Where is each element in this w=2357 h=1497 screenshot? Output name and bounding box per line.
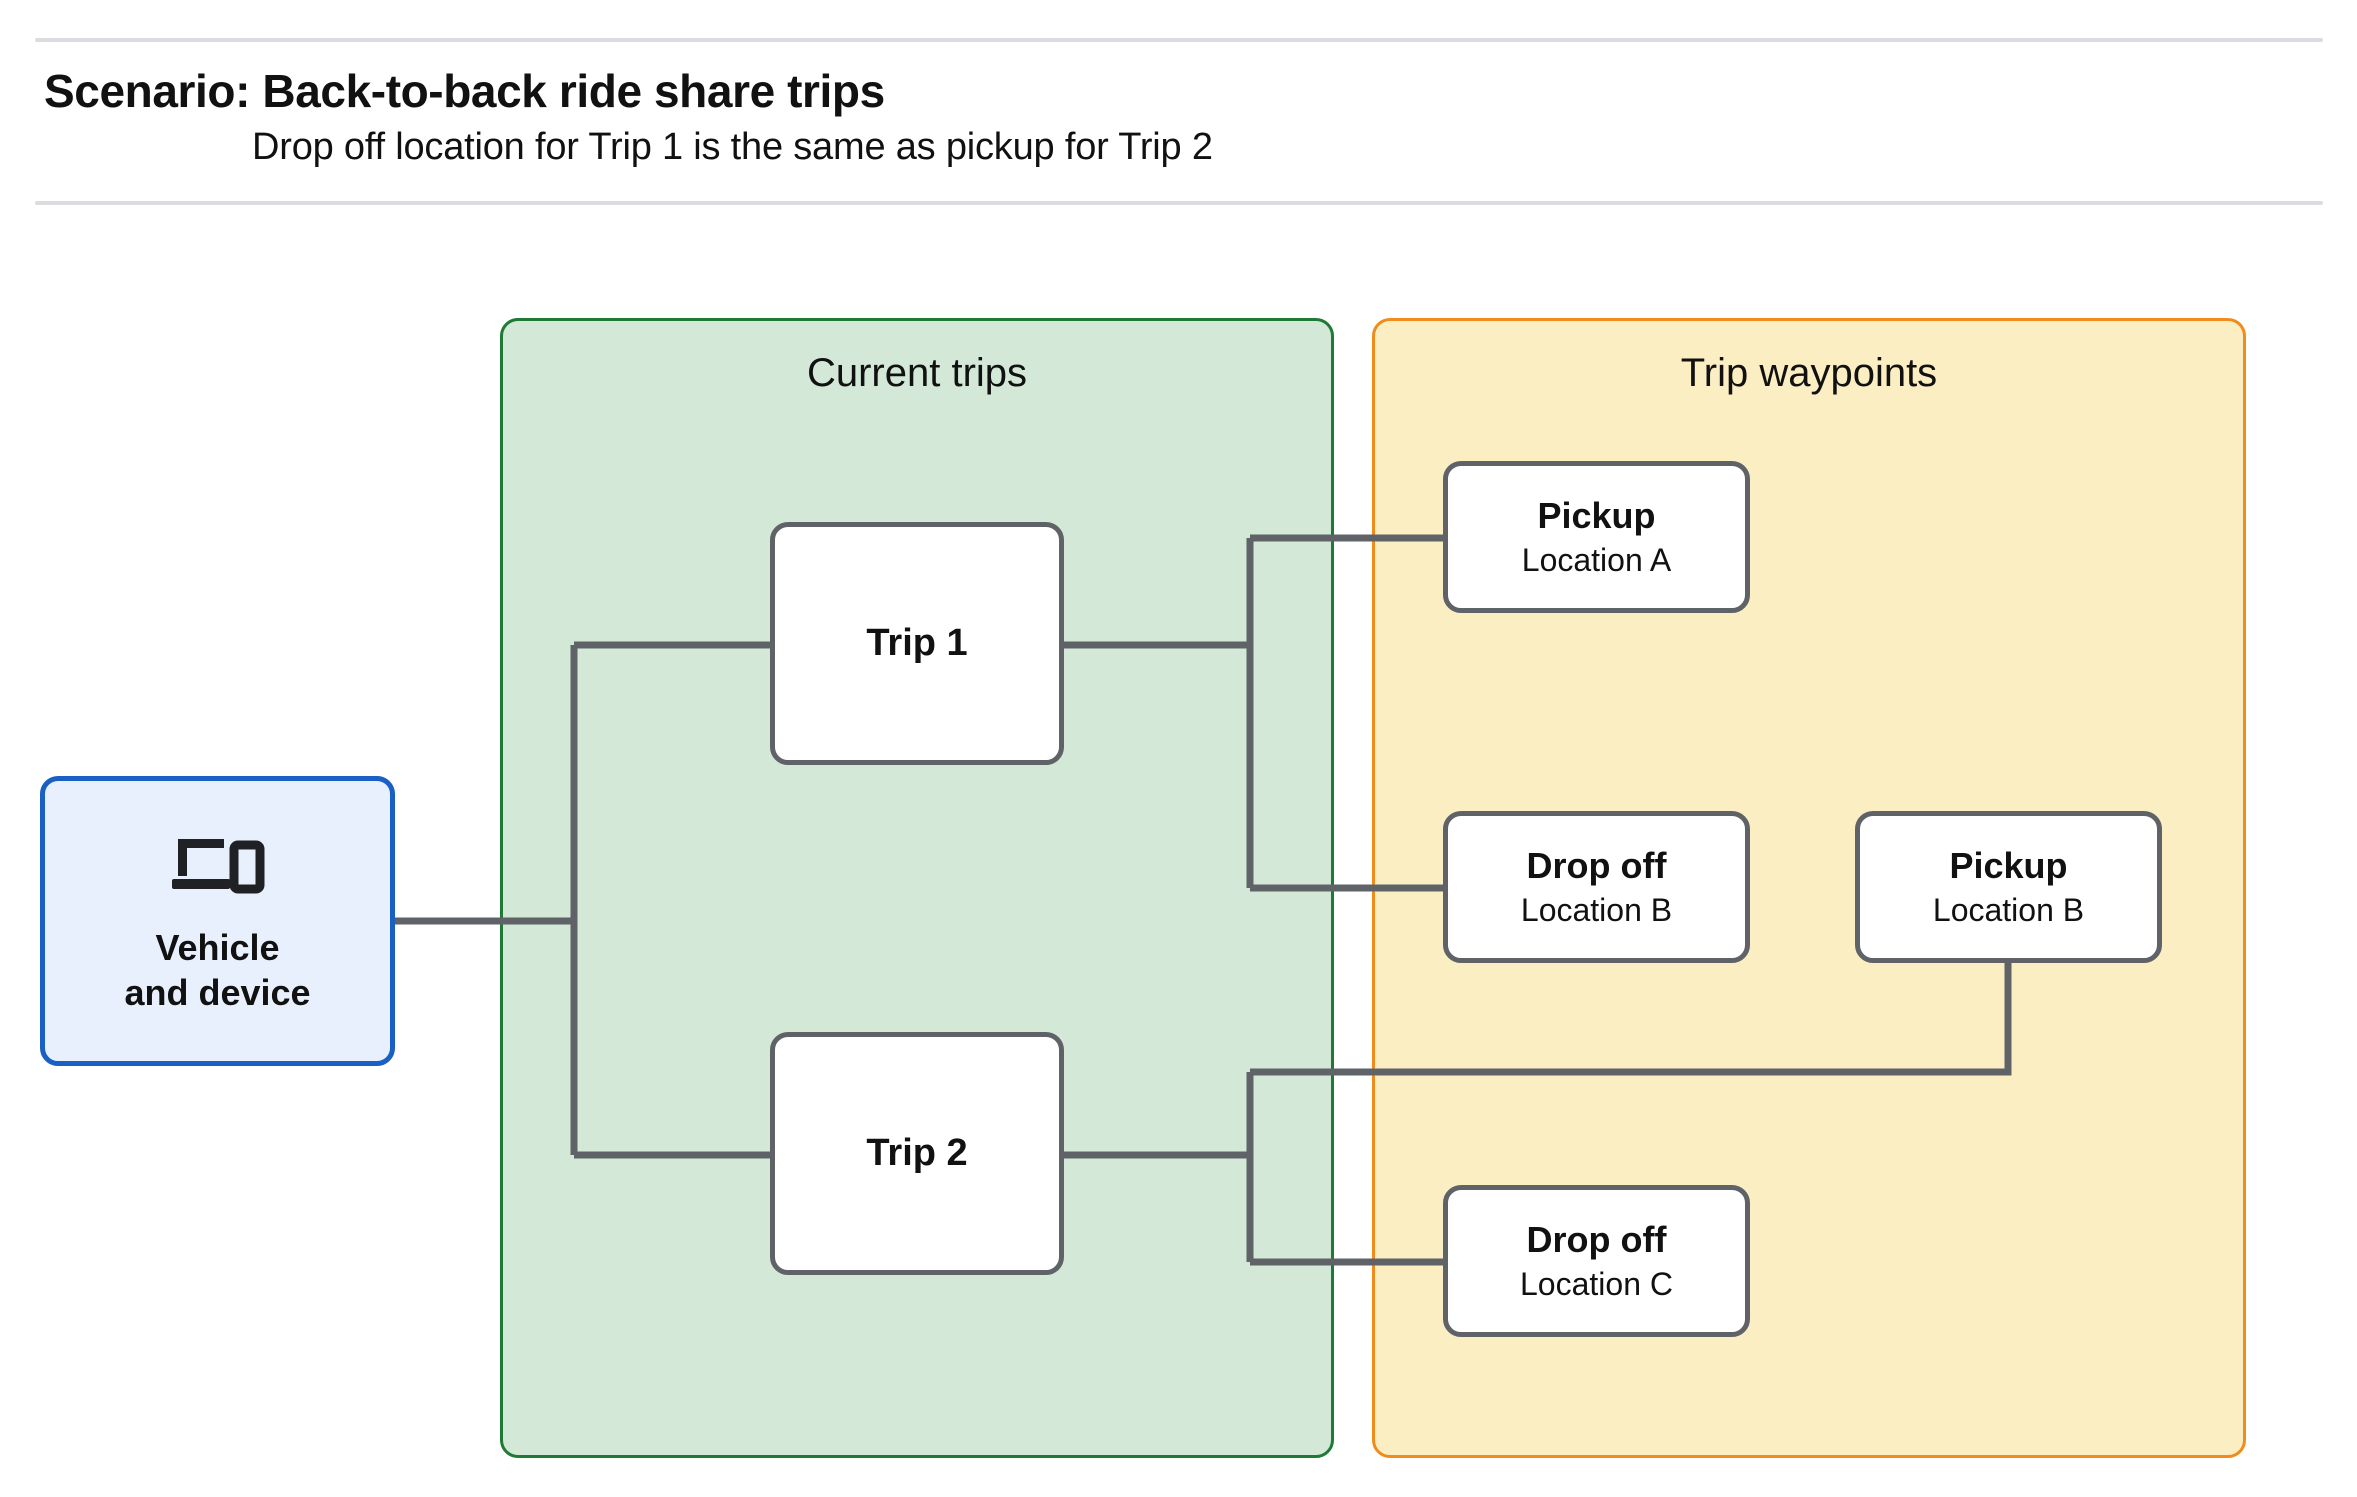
waypoint-location: Location B (1520, 891, 1673, 928)
node-vehicle-label: Vehicle and device (124, 926, 310, 1015)
node-vehicle-label-line1: Vehicle (155, 926, 280, 968)
group-current-trips: Current trips (500, 318, 1334, 1458)
waypoint-location: Location B (1932, 891, 2085, 928)
node-waypoint-pickup-location-a[interactable]: Pickup Location A (1443, 461, 1750, 613)
node-waypoint-dropoff-location-c[interactable]: Drop off Location C (1443, 1185, 1750, 1337)
node-vehicle-and-device[interactable]: Vehicle and device (40, 776, 395, 1066)
waypoint-type: Drop off (1526, 1218, 1667, 1260)
node-vehicle-label-line2: and device (124, 971, 311, 1013)
page-title: Scenario: Back-to-back ride share trips (44, 65, 885, 117)
waypoint-location: Location A (1521, 541, 1672, 578)
waypoint-location: Location C (1520, 1265, 1673, 1302)
node-waypoint-dropoff-location-b[interactable]: Drop off Location B (1443, 811, 1750, 963)
waypoint-type: Pickup (1537, 494, 1656, 536)
waypoint-type: Drop off (1526, 844, 1667, 886)
waypoint-type: Pickup (1949, 844, 2068, 886)
node-trip-2[interactable]: Trip 2 (770, 1032, 1064, 1275)
group-current-trips-title: Current trips (806, 351, 1028, 395)
group-trip-waypoints-title: Trip waypoints (1680, 351, 1938, 395)
header-divider-bottom (35, 201, 2323, 205)
node-trip-2-label: Trip 2 (866, 1132, 968, 1175)
node-waypoint-pickup-location-b[interactable]: Pickup Location B (1855, 811, 2162, 963)
node-trip-1[interactable]: Trip 1 (770, 522, 1064, 765)
header-divider-top (35, 38, 2323, 42)
devices-laptop-phone-icon (170, 827, 266, 900)
page-subtitle: Drop off location for Trip 1 is the same… (252, 126, 1213, 168)
node-trip-1-label: Trip 1 (866, 622, 968, 665)
